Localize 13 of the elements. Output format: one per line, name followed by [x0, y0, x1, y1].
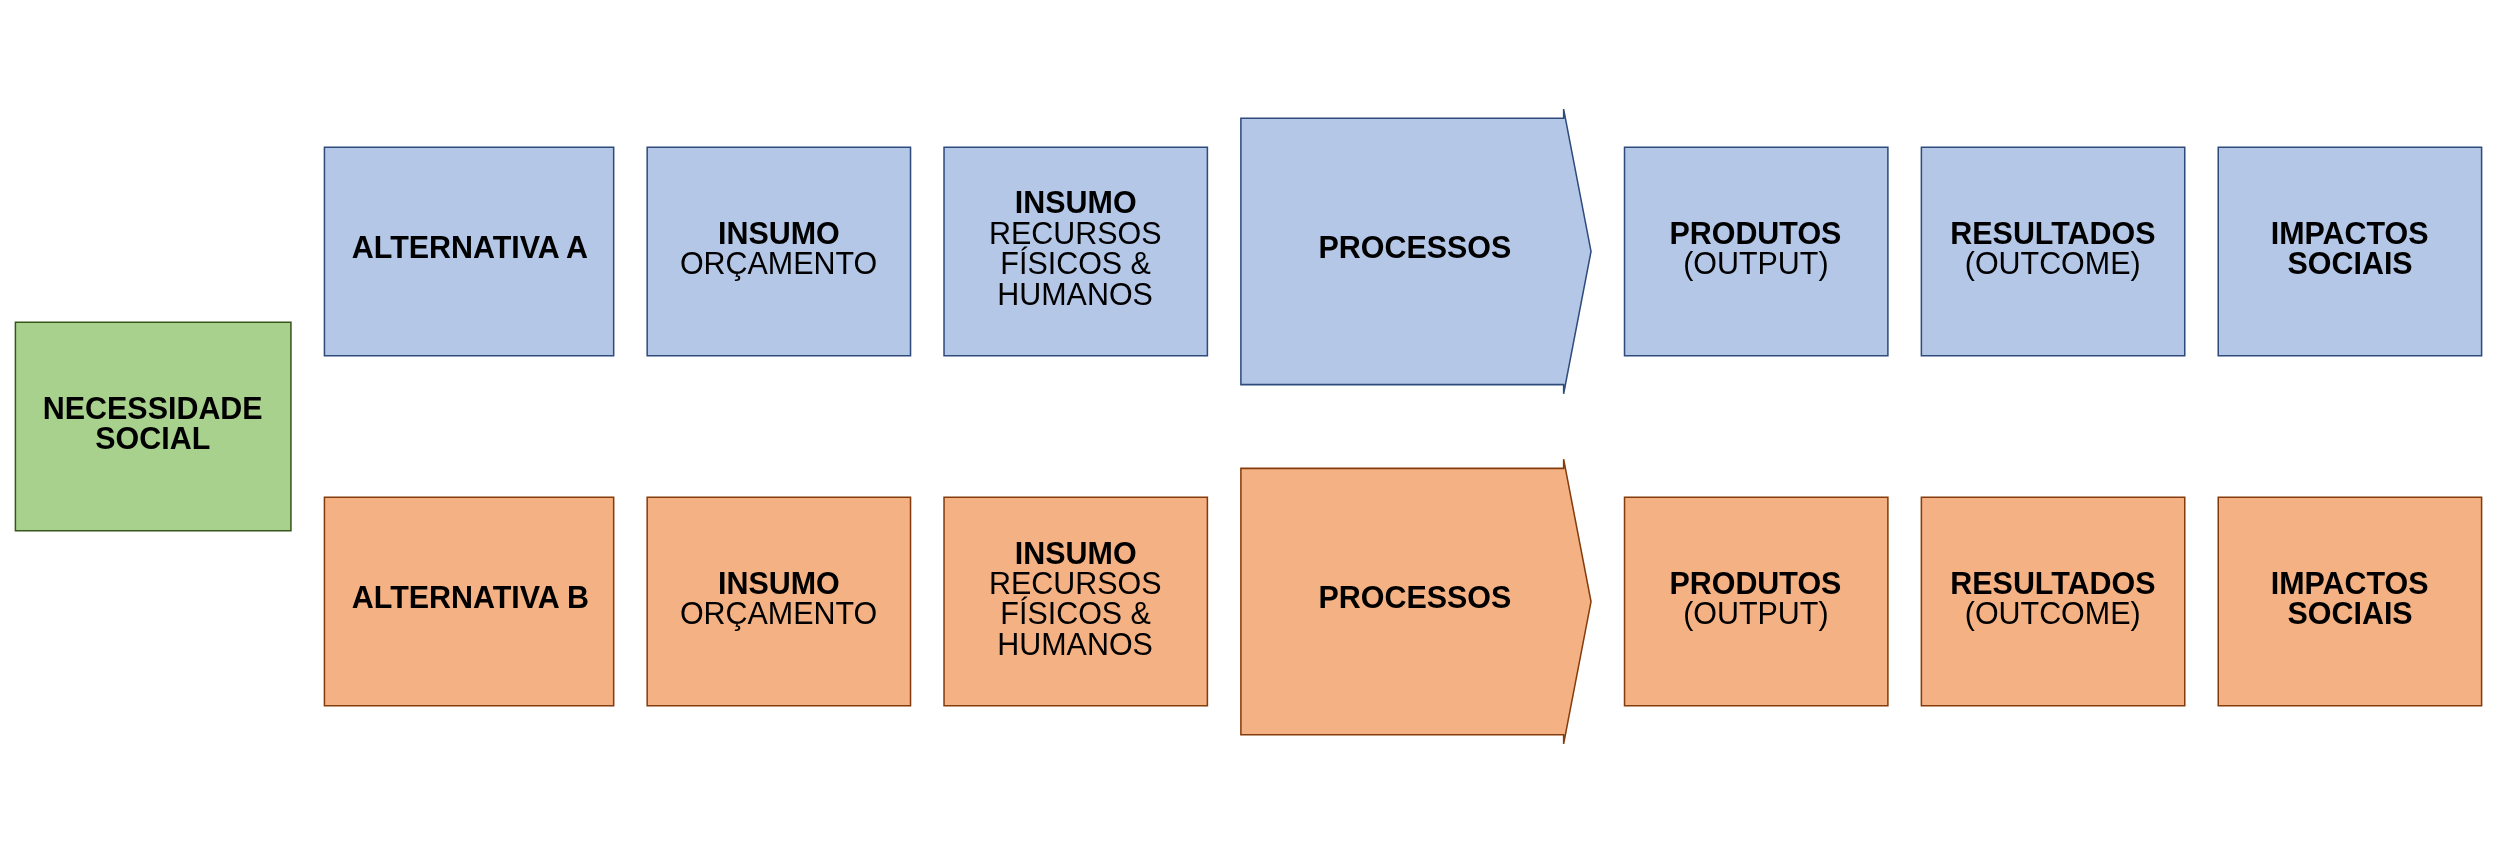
node-box: RESULTADOS (OUTCOME): [1920, 146, 2186, 357]
node-box: RESULTADOS (OUTCOME): [1920, 496, 2186, 707]
node-box: INSUMO ORÇAMENTO: [646, 146, 912, 357]
node-box: IMPACTOS SOCIAIS: [2217, 146, 2483, 357]
node-box: ALTERNATIVA B: [323, 496, 615, 707]
node-box: NECESSIDADE SOCIAL: [14, 321, 292, 532]
node-box: IMPACTOS SOCIAIS: [2217, 496, 2483, 707]
node-box: INSUMO ORÇAMENTO: [646, 496, 912, 707]
node-box: ALTERNATIVA A: [323, 146, 615, 357]
node-box: PRODUTOS (OUTPUT): [1623, 496, 1889, 707]
node-box: INSUMO RECURSOS FÍSICOS & HUMANOS: [943, 496, 1209, 707]
node-box: PRODUTOS (OUTPUT): [1623, 146, 1889, 357]
node-box: INSUMO RECURSOS FÍSICOS & HUMANOS: [943, 146, 1209, 357]
